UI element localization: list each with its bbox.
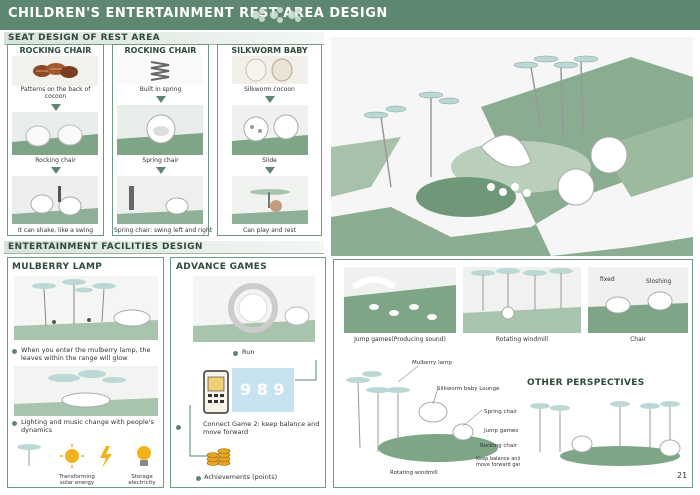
fixed-label: fixed — [600, 276, 615, 283]
sloshing-label: Sloshing — [646, 278, 672, 285]
connector-lines — [189, 360, 317, 457]
jump-games-render — [344, 267, 456, 333]
bullet-icon — [196, 476, 201, 481]
seat-section-title: SEAT DESIGN OF REST AREA — [8, 33, 161, 43]
swing-chair-render — [12, 176, 98, 224]
connect-label: Connect Game 2: keep balance and move fo… — [203, 420, 320, 437]
storage-label: Storage electricity — [128, 474, 156, 487]
rocking-chair-render — [12, 112, 98, 155]
solar-energy-diagram — [17, 444, 151, 468]
running-wheel-render — [193, 276, 315, 342]
panel-title: ROCKING CHAIR — [19, 46, 92, 55]
bullet-icon — [12, 349, 17, 354]
caption: Spring chair: swing left and right — [114, 227, 213, 234]
caption: Chair — [630, 336, 646, 343]
caption: Jump games(Producing sound) — [354, 336, 446, 343]
bullet-icon — [12, 421, 17, 426]
down-arrow-icon — [156, 96, 166, 103]
games-title: ADVANCE GAMES — [176, 262, 268, 272]
label-spring-chair: Spring chair — [484, 409, 518, 415]
spring-icon — [117, 56, 203, 84]
mulberry-glow-render — [14, 366, 158, 416]
caption: Rotating windmill — [495, 336, 549, 343]
down-arrow-icon — [51, 104, 61, 111]
label-balance-game: Keep balance and move forward game — [476, 456, 527, 468]
label-windmill: Rotating windmill — [390, 470, 438, 476]
panel-title: ROCKING CHAIR — [124, 46, 197, 55]
site-overview-render — [331, 37, 693, 256]
down-arrow-icon — [51, 167, 61, 174]
score-readout: 9 8 9 — [240, 380, 285, 399]
label-jump-games: Jump games — [484, 428, 519, 434]
down-arrow-icon — [265, 167, 275, 174]
caption: Can play and rest — [243, 227, 296, 234]
mulberry-text-2: Lighting and music change with people's … — [21, 418, 154, 435]
perspective-render-2 — [520, 398, 690, 470]
silkworm-cocoon-image — [232, 56, 308, 84]
facilities-section-title: ENTERTAINMENT FACILITIES DESIGN — [8, 242, 203, 252]
phone-icon — [203, 370, 229, 414]
caption: Built in spring — [139, 86, 182, 93]
lounge-render — [232, 176, 308, 224]
bullet-icon — [233, 351, 238, 356]
achievements-label: Achievements (points) — [204, 473, 278, 481]
cocoon-pattern-image — [12, 56, 98, 86]
label-mulberry-lamp: Mulberry lamp — [412, 360, 452, 366]
caption: Slide — [262, 157, 277, 164]
mulberry-title: MULBERRY LAMP — [12, 262, 103, 272]
facilities-section-bar — [4, 241, 324, 254]
down-arrow-icon — [265, 96, 275, 103]
mulberry-lamp-render — [14, 276, 158, 340]
caption: Rocking chair — [35, 157, 76, 164]
page-title: CHILDREN'S ENTERTAINMENT REST AREA DESIG… — [8, 6, 388, 21]
solar-label: Transforming solar energy — [59, 474, 95, 487]
leaf-decoration-icon — [252, 7, 301, 23]
slide-render — [232, 105, 308, 155]
mulberry-text-1: When you enter the mulberry lamp, the le… — [21, 346, 151, 363]
spring-chair-swing-render — [117, 176, 203, 224]
game-screen — [232, 368, 294, 412]
title-banner — [0, 0, 700, 30]
caption: It can shake, like a swing — [17, 227, 94, 234]
caption: Silkworm cocoon — [244, 86, 295, 93]
bullet-icon — [176, 425, 181, 430]
run-label: Run — [242, 348, 255, 356]
perspective-render-1 — [338, 352, 513, 476]
caption: Patterns on the back of cocoon — [20, 86, 91, 100]
spring-chair-render — [117, 105, 203, 155]
chair-render — [588, 267, 688, 333]
coins-icon — [206, 448, 231, 466]
page-number: 21 — [677, 471, 688, 480]
windmill-render — [463, 267, 581, 333]
other-perspectives-title: OTHER PERSPECTIVES — [527, 378, 645, 388]
caption: Spring chair — [142, 157, 179, 164]
label-rocking-chair: Rocking chair — [480, 443, 518, 449]
label-silkworm: Silkworm baby Lounge — [437, 386, 500, 392]
down-arrow-icon — [156, 167, 166, 174]
